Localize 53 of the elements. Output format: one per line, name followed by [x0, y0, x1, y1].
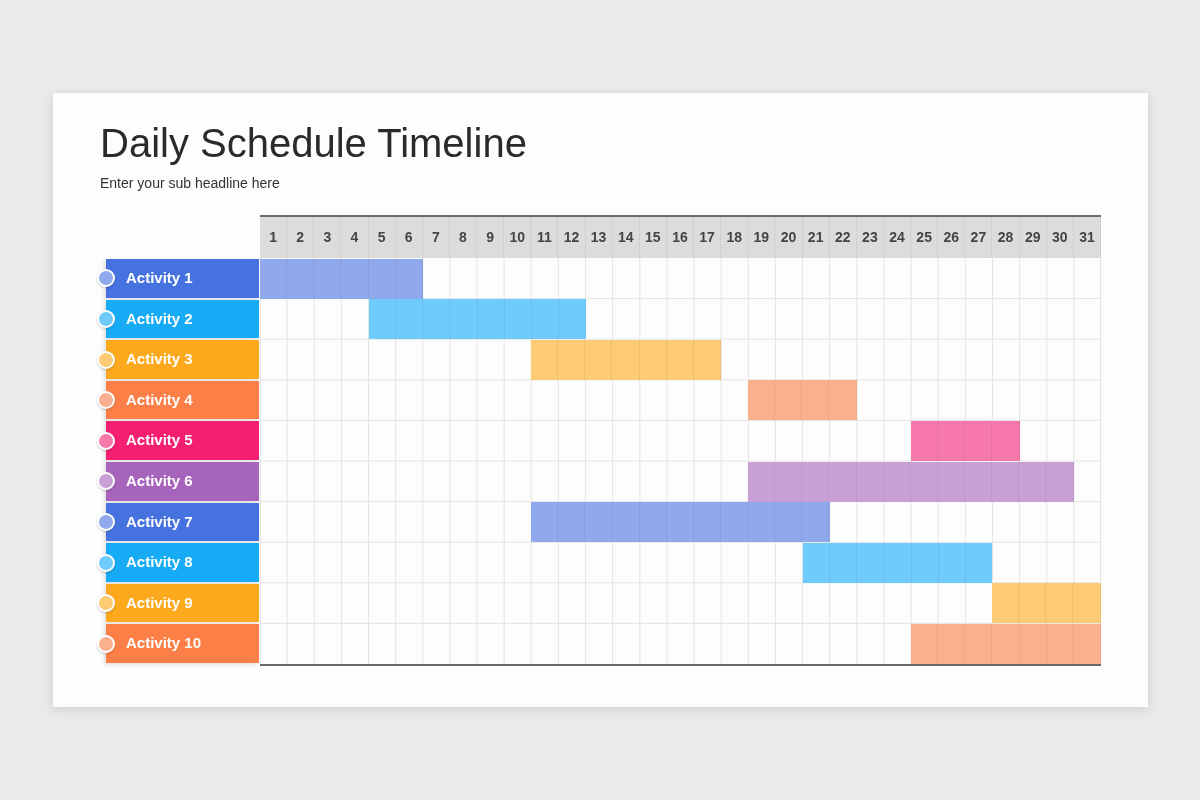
row-label: Activity 8: [106, 543, 259, 582]
subtitle: Enter your sub headline here: [100, 175, 280, 191]
day-header: 14: [612, 217, 640, 258]
row-label: Activity 4: [106, 380, 259, 420]
day-header: 15: [639, 217, 667, 258]
row-label: Activity 3: [106, 340, 259, 379]
day-header: 20: [775, 217, 803, 258]
day-header: 8: [449, 217, 477, 258]
day-header: 10: [504, 217, 532, 258]
bar: [992, 583, 1101, 624]
day-header: 18: [721, 217, 749, 258]
day-header: 21: [802, 217, 830, 258]
day-header: 17: [694, 217, 722, 258]
day-header: 2: [287, 217, 315, 258]
day-header: 29: [1019, 217, 1047, 258]
day-header: 12: [558, 217, 586, 258]
row-label: Activity 6: [106, 462, 259, 501]
day-header: 4: [341, 217, 369, 258]
row-label: Activity 7: [106, 502, 259, 542]
day-header: 19: [748, 217, 776, 258]
bar: [368, 299, 586, 340]
bar: [802, 542, 993, 583]
title: Daily Schedule Timeline: [100, 123, 527, 163]
day-header: 9: [477, 217, 505, 258]
day-header: 3: [314, 217, 342, 258]
row-label: Activity 10: [106, 624, 259, 663]
day-header: 16: [666, 217, 695, 258]
day-header: 11: [531, 217, 559, 258]
row-label: Activity 5: [106, 421, 259, 460]
day-header: 13: [585, 217, 613, 258]
day-header: 7: [422, 217, 450, 258]
day-header: 28: [992, 217, 1020, 258]
day-header: 27: [965, 217, 993, 258]
bar: [748, 380, 857, 421]
day-header: 1: [260, 217, 288, 258]
day-header: 22: [829, 217, 857, 258]
bar: [911, 623, 1101, 664]
bar: [531, 339, 722, 380]
bar: [911, 420, 1020, 461]
day-header: 6: [395, 217, 423, 258]
row-label: Activity 2: [106, 299, 259, 339]
day-header: 24: [883, 217, 912, 258]
bar: [748, 461, 1074, 502]
day-header: 30: [1046, 217, 1074, 258]
day-header: 23: [856, 217, 884, 258]
row-label: Activity 1: [106, 259, 259, 298]
day-header: 25: [911, 217, 939, 258]
day-header: 5: [368, 217, 396, 258]
bar: [260, 258, 423, 299]
bar: [531, 502, 830, 543]
day-header: 31: [1073, 217, 1101, 258]
day-header: 26: [938, 217, 966, 258]
row-label: Activity 9: [106, 583, 259, 623]
